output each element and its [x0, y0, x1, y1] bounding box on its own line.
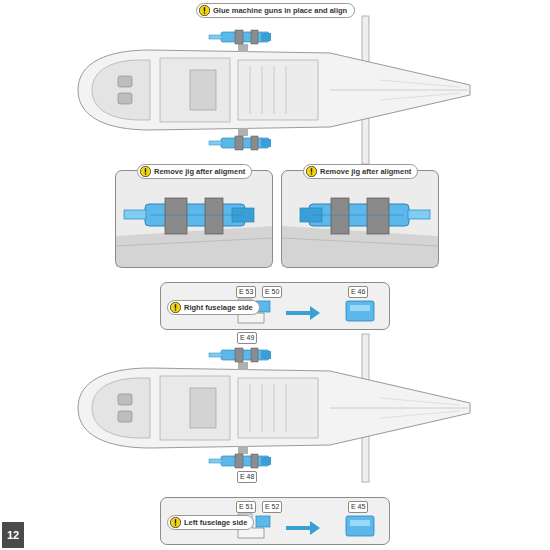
instruction-banner: Remove jig after aligment	[303, 164, 418, 179]
warning-icon	[140, 166, 151, 177]
instruction-banner: Remove jig after aligment	[137, 164, 252, 179]
part-number: E 50	[262, 286, 282, 298]
warning-icon	[306, 166, 317, 177]
warning-icon	[170, 302, 181, 313]
instruction-banner: Left fuselage side	[167, 515, 254, 530]
warning-icon	[170, 517, 181, 528]
instruction-banner: Glue machine guns in place and align	[196, 3, 355, 18]
instruction-text: Glue machine guns in place and align	[213, 6, 347, 15]
warning-icon	[199, 5, 210, 16]
instruction-banner: Right fuselage side	[167, 300, 260, 315]
detail-panel: Remove jig after aligment	[281, 170, 439, 268]
part-number: E 51	[236, 501, 256, 513]
part-number: E 46	[348, 286, 368, 298]
instruction-banner: Glue machine guns in place and align	[196, 3, 355, 18]
part-number: E 49	[237, 332, 257, 344]
detail-panel: Remove jig after aligment	[115, 170, 273, 268]
part-number: E 48	[237, 471, 257, 483]
instruction-text: Left fuselage side	[184, 518, 247, 527]
page-number: 12	[2, 522, 24, 548]
part-number: E 52	[262, 501, 282, 513]
instruction-text: Remove jig after aligment	[320, 167, 411, 176]
part-number: E 45	[348, 501, 368, 513]
instruction-text: Remove jig after aligment	[154, 167, 245, 176]
part-number: E 53	[236, 286, 256, 298]
instruction-text: Right fuselage side	[184, 303, 253, 312]
